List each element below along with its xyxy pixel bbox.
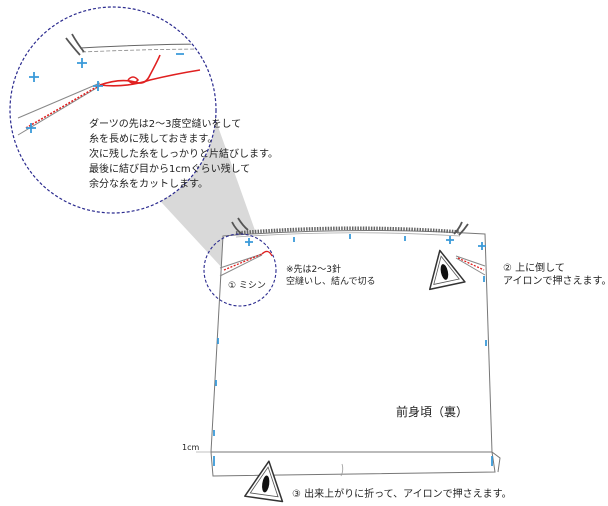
zoom-view <box>9 6 217 214</box>
right-dart-upper <box>455 255 486 267</box>
step2-label: ② 上に倒して アイロンで押さえます。 <box>503 262 608 288</box>
step1-label: ① ミシン <box>228 281 266 291</box>
zoom-mark-1 <box>29 72 39 82</box>
mark-top-1 <box>245 238 253 246</box>
zoom-circle <box>9 6 217 214</box>
left-dart-lower <box>219 254 263 277</box>
zoom-instruction-line-5: 余分な糸をカットします。 <box>89 179 208 190</box>
mark-right-1 <box>478 242 486 250</box>
zoom-knot <box>127 76 140 84</box>
top-gather-stitch <box>235 226 461 235</box>
top-stitch-line <box>235 232 461 238</box>
front-body-label: 前身頃（裏） <box>396 405 469 419</box>
zoom-dart-upper-line <box>17 82 101 119</box>
step1-note: ※先は2〜3針 空縫いし、結んで切る <box>286 264 376 288</box>
zoom-thread-tail-b <box>99 69 201 87</box>
hem-fold-right <box>491 451 501 473</box>
hem-allowance-label: 1cm <box>182 443 200 452</box>
zoom-instruction-text: ダーツの先は2〜3度空縫いをして 糸を長めに残しておきます。 次に残した糸をしっ… <box>89 117 278 192</box>
step2-line-1: ② 上に倒して <box>503 263 565 274</box>
zoom-instruction-line-4: 最後に結び目から1cmぐらい残して <box>89 164 251 175</box>
hem-crease-mark <box>340 463 344 477</box>
gather-cord-right-icon <box>453 221 469 236</box>
zoom-mark-2 <box>77 58 87 68</box>
zoom-instruction-line-2: 糸を長めに残しておきます。 <box>89 134 218 145</box>
step2-line-2: アイロンで押さえます。 <box>503 276 608 287</box>
gather-cord-left-icon <box>231 217 249 235</box>
mark-top-5 <box>446 236 454 244</box>
left-dart-upper <box>219 253 263 269</box>
zoom-mark-3 <box>93 81 103 91</box>
step1-note-line-1: ※先は2〜3針 <box>286 265 341 275</box>
zoom-stitch-line <box>81 48 215 53</box>
zoom-instruction-line-1: ダーツの先は2〜3度空縫いをして <box>89 119 242 130</box>
alignment-marks <box>213 234 493 466</box>
step3-label: ③ 出来上がりに折って、アイロンで押さえます。 <box>292 489 512 500</box>
zoom-dart-seam <box>25 84 101 129</box>
zoom-indicator-circle <box>203 233 277 307</box>
step1-note-line-2: 空縫いし、結んで切る <box>286 277 376 287</box>
right-dart-lower <box>455 257 486 276</box>
zoom-mark-4 <box>26 123 36 133</box>
right-dart-seam <box>457 257 485 271</box>
iron-icon-right <box>428 249 466 291</box>
zoom-instruction-line-3: 次に残した糸をしっかりと片結びします。 <box>89 149 278 160</box>
left-dart-thread <box>261 250 273 257</box>
iron-icon-bottom <box>244 460 284 503</box>
zoom-pin-icon <box>65 33 85 56</box>
